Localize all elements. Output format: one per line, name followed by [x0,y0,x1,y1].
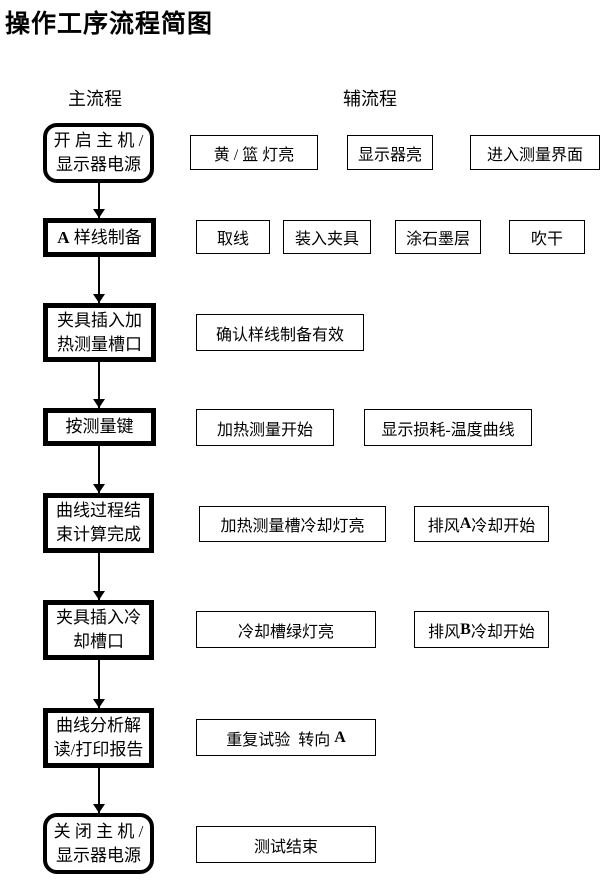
main-step-insert-heating-slot: 夹具插入加 热测量槽口 [43,303,156,362]
step-text-line: 显示器电源 [56,845,141,865]
step-text-line: 夹具插入加 [57,310,142,330]
flow-arrow-icon [93,362,105,408]
aux-display-on: 显示器亮 [347,135,433,170]
flow-arrow-icon [93,183,105,218]
aux-text: 冷却开始 [470,623,535,641]
step-text-line: 按测量键 [65,417,134,436]
aux-text: 冷却开始 [471,518,536,535]
main-step-sample-prep: A 样线制备 [43,218,156,257]
step-text-line: 却槽口 [73,632,124,651]
aux-heating-start: 加热测量开始 [196,409,334,446]
step-text-line: 夹具插入冷 [56,608,141,627]
aux-em: A [459,515,472,532]
main-step-power-off: 关 闭 主 机 / 显示器电源 [43,813,154,874]
step-em: A [57,227,70,247]
step-text-line: 热测量槽口 [57,334,142,354]
main-step-power-on: 开 启 主 机 / 显示器电源 [43,123,154,183]
aux-exhaust-b-cooling: 排风 B 冷却开始 [414,611,549,648]
aux-text: 重复试验 转向 [226,731,335,749]
aux-heating-slot-cooling-lamp: 加热测量槽冷却灯亮 [199,506,386,542]
aux-exhaust-a-cooling: 排风 A 冷却开始 [414,506,549,542]
aux-show-loss-temp-curve: 显示损耗-温度曲线 [364,409,532,446]
flow-arrow-icon [93,768,105,813]
aux-em: B [460,620,471,638]
aux-flow-header: 辅流程 [343,89,397,109]
main-flow-header: 主流程 [68,89,122,109]
flow-arrow-icon [93,257,105,303]
main-step-analyze-print: 曲线分析解 读/打印报告 [43,708,154,768]
aux-load-clamp: 装入夹具 [283,220,371,254]
aux-repeat-test: 重复试验 转向 A [196,719,376,756]
step-text: 样线制备 [69,227,142,247]
aux-confirm-sample-valid: 确认样线制备有效 [196,314,364,351]
aux-coat-graphite: 涂石墨层 [395,220,481,254]
main-step-curve-complete: 曲线过程结 束计算完成 [43,493,154,553]
aux-text: 排风 [427,518,460,535]
flow-arrow-icon [93,660,105,708]
aux-em: A [334,728,346,746]
flow-arrow-icon [93,553,105,600]
aux-enter-measure-ui: 进入测量界面 [470,135,600,170]
step-text-line: 显示器电源 [56,155,141,174]
step-text-line: 开 启 主 机 / [53,131,144,150]
flow-arrow-icon [93,446,105,493]
step-text-line: 束计算完成 [56,525,141,544]
step-text-line: A 样线制备 [57,226,142,250]
step-text-line: 读/打印报告 [53,740,144,759]
step-text-line: 关 闭 主 机 / [53,821,144,841]
aux-text: 排风 [428,623,461,641]
step-text-line: 曲线分析解 [56,716,141,735]
aux-blow-dry: 吹干 [509,220,585,254]
page-title: 操作工序流程简图 [5,11,214,38]
main-step-press-measure-key: 按测量键 [43,408,156,446]
aux-test-end: 测试结束 [196,826,376,863]
main-step-insert-cooling-slot: 夹具插入冷 却槽口 [43,600,154,660]
step-text-line: 曲线过程结 [56,501,141,520]
aux-take-wire: 取线 [196,220,270,254]
aux-lamp-indicator: 黄 / 篮 灯亮 [190,135,318,170]
aux-cooling-slot-green-lamp: 冷却槽绿灯亮 [196,611,376,648]
